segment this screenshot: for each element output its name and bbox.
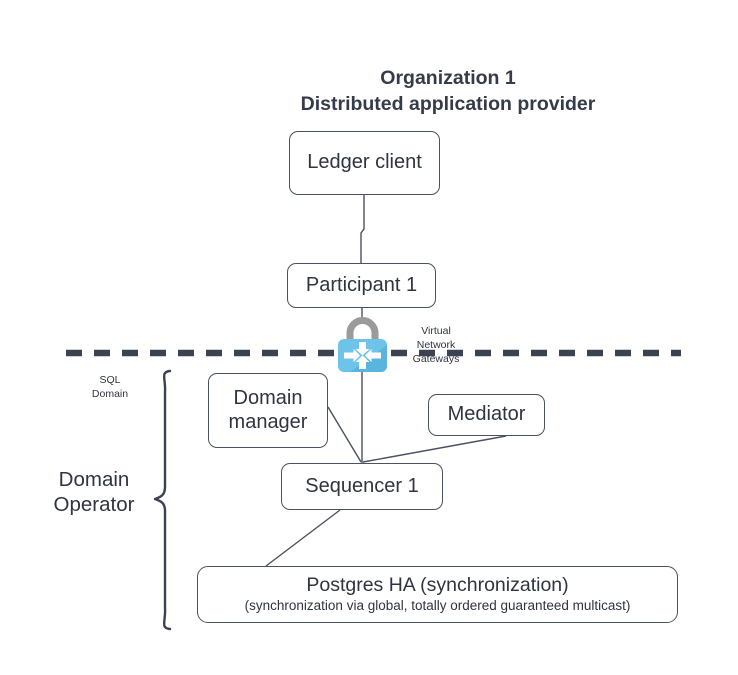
title-line-2: Distributed application provider [300, 92, 596, 115]
domain-operator-label: Domain Operator [53, 468, 135, 516]
virtual-network-gateways-label: Virtual Network Gateways [412, 325, 460, 365]
lock-network-gateway-icon[interactable] [336, 316, 389, 373]
connector-domain-manager-to-sequencer [327, 406, 362, 463]
domain-operator-brace [153, 369, 172, 631]
node-mediator[interactable]: Mediator [428, 394, 545, 436]
connector-sequencer-to-postgres [265, 509, 341, 567]
node-ledger-client[interactable]: Ledger client [289, 131, 440, 195]
node-ledger-client-label: Ledger client [307, 151, 422, 174]
node-domain-manager-label: Domain manager [228, 387, 308, 433]
node-sequencer-1[interactable]: Sequencer 1 [281, 463, 443, 510]
connector-mediator-to-sequencer [362, 435, 507, 463]
node-mediator-label: Mediator [447, 403, 526, 426]
title-line-1: Organization 1 [380, 67, 516, 89]
node-participant-1-label: Participant 1 [305, 273, 418, 296]
node-domain-manager[interactable]: Domain manager [208, 373, 328, 448]
node-participant-1[interactable]: Participant 1 [287, 263, 436, 308]
diagram-title: Organization 1 Distributed application p… [218, 66, 678, 117]
connector-ledger-to-participant [360, 195, 365, 263]
node-postgres-ha[interactable]: Postgres HA (synchronization) (synchroni… [197, 566, 678, 623]
node-postgres-ha-label: Postgres HA (synchronization) [306, 574, 569, 597]
node-postgres-ha-sublabel: (synchronization via global, totally ord… [244, 597, 631, 613]
node-sequencer-1-label: Sequencer 1 [305, 474, 419, 497]
sql-domain-label: SQL Domain [91, 374, 129, 400]
